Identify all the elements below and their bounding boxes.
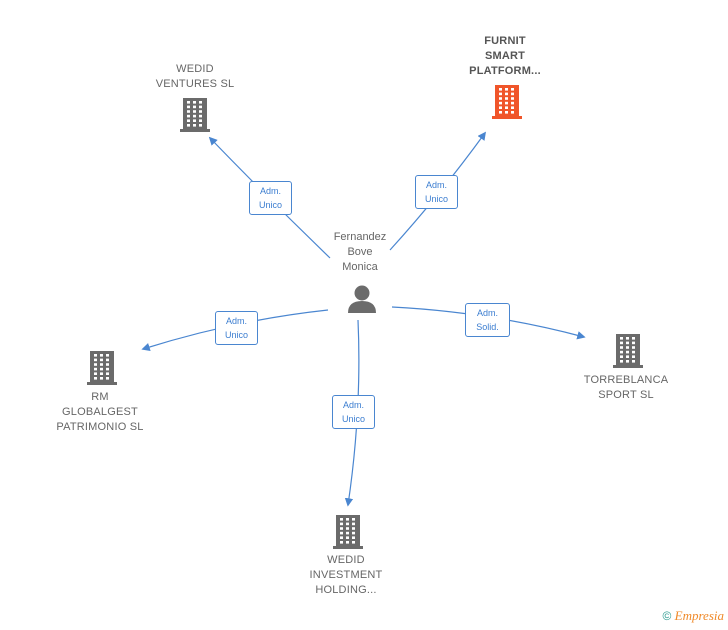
- node-label-wedid-investment[interactable]: WEDID INVESTMENT HOLDING...: [309, 554, 383, 596]
- edge-label-furnit: Adm. Unico: [415, 175, 458, 209]
- edge-label-torreblanca: Adm. Solid.: [465, 303, 510, 337]
- node-label-torreblanca[interactable]: TORREBLANCA SPORT SL: [583, 374, 669, 401]
- node-label-furnit[interactable]: FURNIT SMART PLATFORM...: [469, 35, 541, 77]
- edge-label-wedid-investment: Adm. Unico: [332, 395, 375, 429]
- node-label-wedid-ventures[interactable]: WEDID VENTURES SL: [155, 63, 235, 90]
- edge-label-rm-globalgest: Adm. Unico: [215, 311, 258, 345]
- person-name[interactable]: Fernandez Bove Monica: [333, 231, 387, 273]
- building-windows: [94, 88, 635, 544]
- person-icon[interactable]: [348, 285, 376, 314]
- footer-brand[interactable]: © Empresia: [662, 608, 724, 624]
- edge-label-wedid-ventures: Adm. Unico: [249, 181, 292, 215]
- copyright-icon: ©: [662, 609, 672, 623]
- node-label-rm-globalgest[interactable]: RM GLOBALGEST PATRIMONIO SL: [56, 391, 144, 433]
- brand-name: Empresia: [674, 608, 724, 623]
